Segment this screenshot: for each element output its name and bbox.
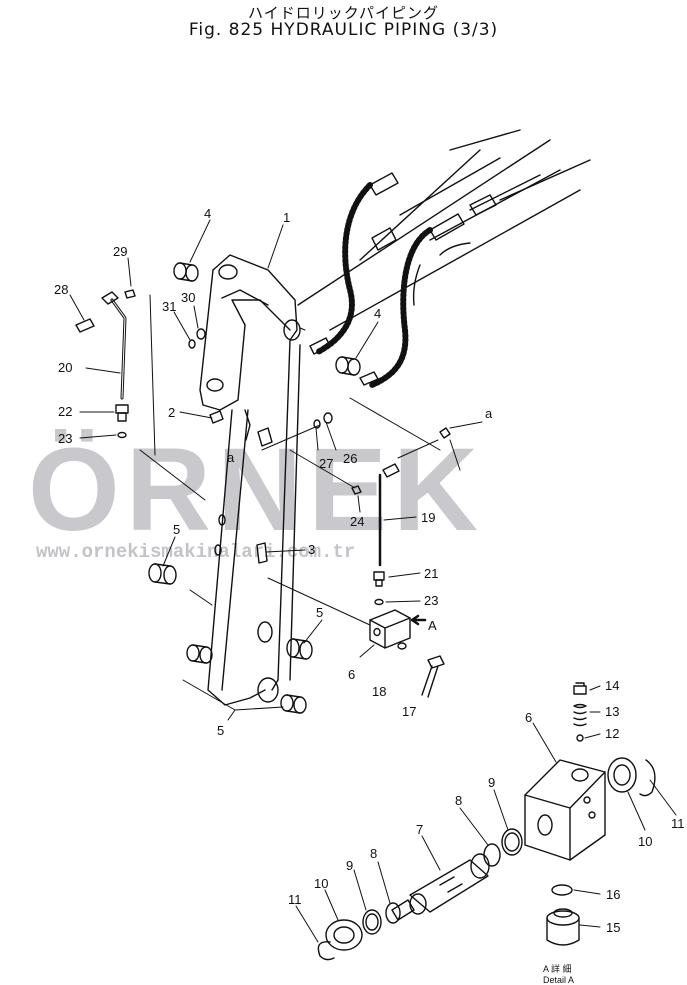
snap-ring-11-right xyxy=(639,759,656,797)
part-labels: 1 2 3 4 4 5 5 5 6 6 7 8 8 9 9 10 10 11 1… xyxy=(54,206,685,985)
ball-12 xyxy=(576,734,584,742)
label-ref-a-left: a xyxy=(227,450,235,465)
label-26: 26 xyxy=(343,451,357,466)
boom-body xyxy=(297,129,591,331)
o-ring-8-upper xyxy=(483,843,501,867)
label-28: 28 xyxy=(54,282,68,297)
label-20: 20 xyxy=(58,360,72,375)
ring-9-upper xyxy=(501,828,523,856)
pipe-20 xyxy=(75,289,136,439)
o-ring-16 xyxy=(551,884,573,896)
label-ref-a-right: a xyxy=(485,406,493,421)
nut-26 xyxy=(323,412,333,424)
label-5-c: 5 xyxy=(217,723,224,738)
valve-block-6-main xyxy=(369,609,411,649)
ring-10-left xyxy=(325,919,363,951)
watermark-brand: ÖRNEK xyxy=(28,424,484,556)
arm-assembly xyxy=(199,254,301,706)
spring-13 xyxy=(573,703,587,727)
leader-lines xyxy=(69,219,483,721)
label-6-detail: 6 xyxy=(525,710,532,725)
label-8-upper: 8 xyxy=(455,793,462,808)
detail-a-view xyxy=(295,682,677,961)
label-8-lower: 8 xyxy=(370,846,377,861)
bushing-5-d xyxy=(280,694,307,714)
label-9-upper: 9 xyxy=(488,775,495,790)
label-12: 12 xyxy=(605,726,619,741)
nut-30 xyxy=(196,328,206,340)
label-11-right: 11 xyxy=(671,816,685,831)
spool-7 xyxy=(391,853,490,921)
label-2: 2 xyxy=(168,405,175,420)
bushing-5-c xyxy=(186,644,213,664)
label-23-right: 23 xyxy=(424,593,438,608)
label-4-upper: 4 xyxy=(204,206,211,221)
label-11-left: 11 xyxy=(288,892,302,907)
label-ref-A: A xyxy=(428,618,437,633)
label-13: 13 xyxy=(605,704,619,719)
snap-ring-11-left xyxy=(317,941,335,961)
detail-caption-en: Detail A xyxy=(543,975,574,985)
label-21: 21 xyxy=(424,566,438,581)
label-4-lower: 4 xyxy=(374,306,381,321)
label-24: 24 xyxy=(350,514,364,529)
watermark-url: www.ornekismakinalari.com.tr xyxy=(36,541,355,563)
label-1: 1 xyxy=(283,210,290,225)
flex-hose-right xyxy=(369,227,433,388)
label-22: 22 xyxy=(58,404,72,419)
label-6-main: 6 xyxy=(348,667,355,682)
ring-9-lower xyxy=(362,909,382,935)
ring-10-right xyxy=(607,757,637,793)
label-18: 18 xyxy=(372,684,386,699)
label-23-left: 23 xyxy=(58,431,72,446)
label-10-right: 10 xyxy=(638,834,652,849)
label-30: 30 xyxy=(181,290,195,305)
plug-15 xyxy=(546,908,580,946)
bracket-3 xyxy=(256,542,268,564)
washer-27 xyxy=(313,419,321,429)
o-ring-8-lower xyxy=(385,902,401,924)
label-16: 16 xyxy=(606,887,620,902)
watermark: ÖRNEK www.ornekismakinalari.com.tr xyxy=(28,424,484,563)
pipe-19 xyxy=(351,427,451,606)
washer-18 xyxy=(397,642,407,650)
detail-caption-jp: A 詳 細 xyxy=(543,963,572,974)
bolt-17 xyxy=(421,655,445,698)
clamp-2 xyxy=(209,410,224,424)
label-17: 17 xyxy=(402,704,416,719)
label-19: 19 xyxy=(421,510,435,525)
label-5-a: 5 xyxy=(173,522,180,537)
washer-31 xyxy=(188,339,196,349)
figure-title-japanese: ハイドロリックパイピング xyxy=(248,4,439,22)
label-29: 29 xyxy=(113,244,127,259)
detail-arrow xyxy=(410,614,427,626)
bushing-5-b xyxy=(286,638,313,660)
bushing-4-lower xyxy=(335,356,361,376)
label-9-lower: 9 xyxy=(346,858,353,873)
label-3: 3 xyxy=(308,542,315,557)
bushing-5-a xyxy=(148,563,177,585)
bushing-4-upper xyxy=(173,262,199,282)
label-31: 31 xyxy=(162,299,176,314)
figure-title: Fig. 825 HYDRAULIC PIPING (3/3) xyxy=(188,20,499,40)
label-15: 15 xyxy=(606,920,620,935)
label-7: 7 xyxy=(416,822,423,837)
label-27: 27 xyxy=(319,456,333,471)
label-14: 14 xyxy=(605,678,619,693)
label-10-left: 10 xyxy=(314,876,328,891)
label-5-b: 5 xyxy=(316,605,323,620)
plug-14 xyxy=(573,682,587,695)
flex-hose-left xyxy=(315,182,373,355)
